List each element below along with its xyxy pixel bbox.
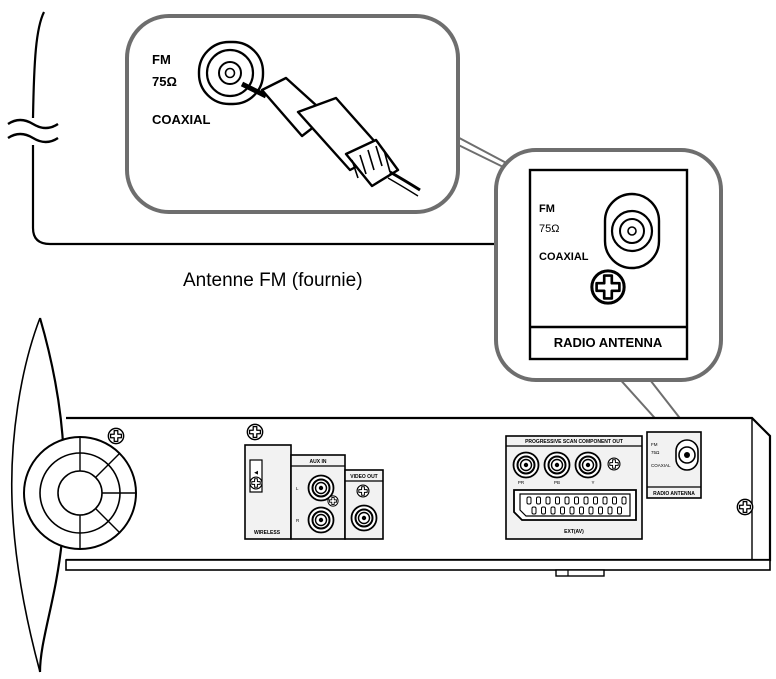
rear-panel: ◀ WIRELESS AUX IN L R VIDEO OUT — [23, 416, 772, 577]
antenna-caption: Antenne FM (fournie) — [183, 270, 363, 291]
scart-pin — [602, 496, 608, 505]
scart-pin — [583, 496, 589, 505]
panel-impedance-label: 75Ω — [539, 223, 559, 235]
scart-pin — [617, 506, 622, 515]
callout-fm-label: FM — [152, 52, 171, 67]
scart-pin — [550, 506, 556, 515]
component-pb-label: PB — [554, 480, 560, 485]
scart-pin — [555, 496, 560, 505]
scart-pin — [569, 506, 575, 515]
callout-impedance-label: 75Ω — [152, 74, 177, 89]
component-pb-jack[interactable] — [543, 451, 571, 479]
rear-screw-icon — [107, 427, 125, 445]
scart-label: EXT(AV) — [564, 529, 584, 535]
scart-pin — [588, 506, 594, 515]
video-out-jack[interactable] — [350, 504, 378, 532]
callout-coax-plug — [240, 76, 421, 197]
scart-pin — [545, 496, 551, 505]
component-pr-jack[interactable] — [512, 451, 540, 479]
scart-pin — [574, 496, 579, 505]
aux-screw-icon — [327, 495, 339, 507]
scart-pin — [593, 496, 598, 505]
video-screw-icon — [356, 484, 370, 498]
scart-pin — [536, 496, 541, 505]
rear-coax-socket[interactable] — [675, 439, 699, 471]
component-y-jack[interactable] — [574, 451, 602, 479]
aux-in-block: AUX IN L R — [290, 454, 346, 540]
panel-screw-icon — [590, 269, 626, 305]
component-screw-icon — [607, 457, 621, 471]
fan-grille — [23, 436, 137, 550]
rear-radio-antenna-block: FM 75Ω COAXIAL RADIO ANTENNA — [646, 431, 702, 499]
fm-antenna-wire — [7, 11, 632, 246]
rear-fm-label: FM — [651, 442, 658, 447]
video-out-title: VIDEO OUT — [350, 474, 378, 480]
rear-radio-antenna-title: RADIO ANTENNA — [653, 491, 695, 497]
scart-pin — [526, 496, 532, 505]
wireless-label: WIRELESS — [254, 530, 281, 536]
rear-coaxial-label: COAXIAL — [651, 463, 671, 468]
scart-pin — [621, 496, 627, 505]
rear-impedance-label: 75Ω — [651, 450, 660, 455]
scart-pins — [526, 496, 627, 515]
component-scart-block: PROGRESSIVE SCAN COMPONENT OUT PR PB Y E… — [505, 435, 643, 540]
scart-pin — [612, 496, 617, 505]
aux-right-label: R — [296, 518, 300, 523]
component-pr-label: PR — [518, 480, 525, 485]
component-y-label: Y — [591, 480, 594, 485]
scart-pin — [564, 496, 570, 505]
video-out-block: VIDEO OUT — [344, 469, 384, 540]
panel-coax-socket — [603, 192, 661, 270]
scart-pin — [579, 506, 584, 515]
rear-screw-icon — [736, 498, 754, 516]
aux-in-title: AUX IN — [310, 459, 327, 465]
scart-pin — [598, 506, 603, 515]
wireless-port-block: ◀ WIRELESS — [244, 444, 292, 540]
callout-coaxial-label: COAXIAL — [152, 112, 211, 127]
component-out-title: PROGRESSIVE SCAN COMPONENT OUT — [525, 439, 623, 445]
scart-pin — [541, 506, 546, 515]
scart-pin — [560, 506, 565, 515]
aux-right-jack[interactable] — [307, 506, 335, 534]
scart-pin — [531, 506, 537, 515]
scart-pin — [607, 506, 613, 515]
callout-coax-socket — [197, 40, 265, 106]
rear-screw-icon — [246, 423, 264, 441]
radio-antenna-callout: FM 75Ω COAXIAL RADIO ANTENNA — [494, 148, 723, 427]
panel-coaxial-label: COAXIAL — [539, 251, 589, 263]
panel-radio-antenna-title: RADIO ANTENNA — [554, 335, 663, 350]
scart-connector[interactable] — [513, 489, 637, 521]
svg-text:◀: ◀ — [254, 470, 258, 476]
wireless-screw-icon — [249, 476, 263, 490]
aux-left-label: L — [296, 486, 299, 491]
panel-fm-label: FM — [539, 203, 555, 215]
